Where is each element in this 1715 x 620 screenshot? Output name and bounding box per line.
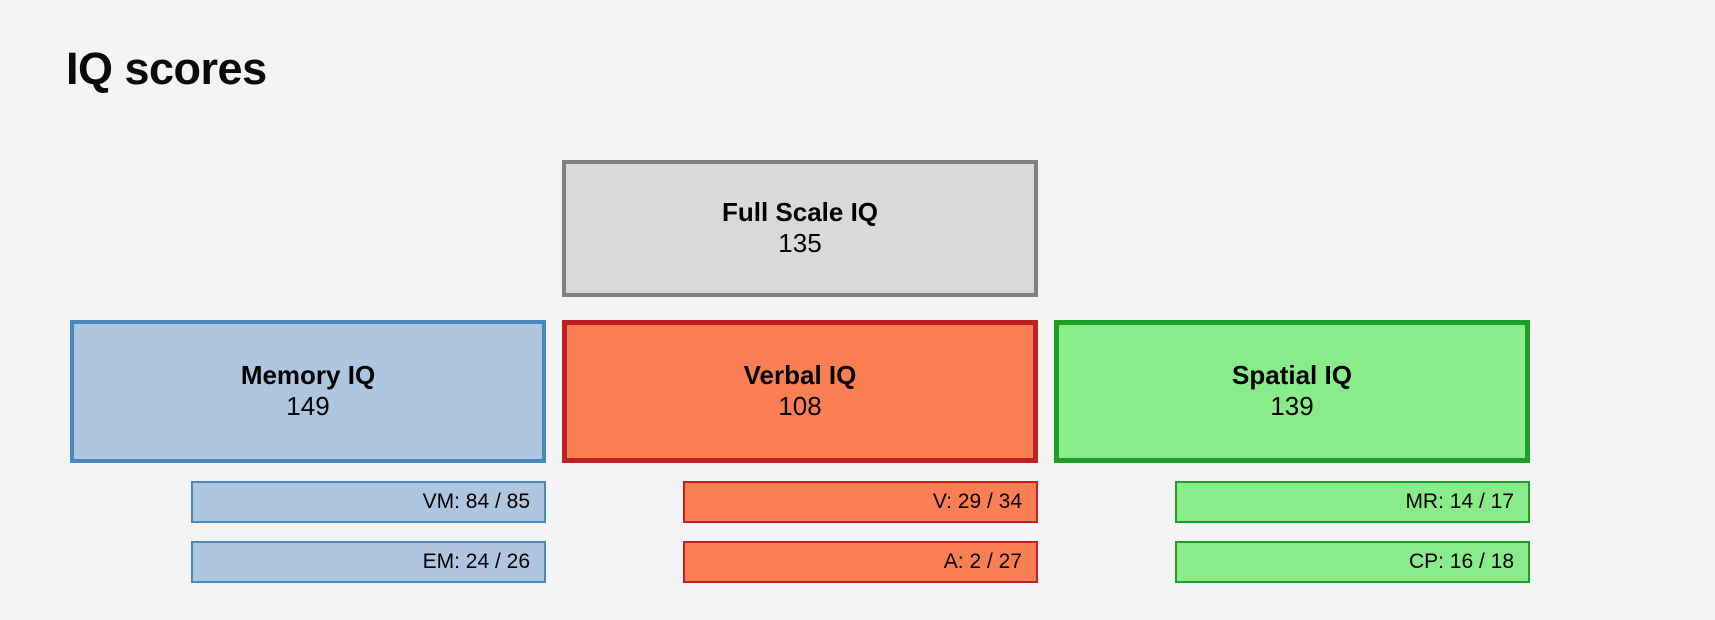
subtest-chip-a[interactable]: A: 2 / 27 bbox=[683, 541, 1038, 583]
node-memory-iq-label: Memory IQ bbox=[240, 360, 376, 391]
node-verbal-iq-score: 108 bbox=[778, 390, 822, 421]
node-verbal-iq-label: Verbal IQ bbox=[743, 360, 857, 391]
subtest-chip-vm[interactable]: VM: 84 / 85 bbox=[191, 481, 546, 523]
node-spatial-iq[interactable]: Spatial IQ 139 bbox=[1054, 320, 1530, 463]
node-spatial-iq-score: 139 bbox=[1270, 390, 1314, 421]
subtest-chip-cp[interactable]: CP: 16 / 18 bbox=[1175, 541, 1530, 583]
node-full-scale-iq-label: Full Scale IQ bbox=[721, 197, 879, 228]
node-verbal-iq[interactable]: Verbal IQ 108 bbox=[562, 320, 1038, 463]
subtest-chip-em[interactable]: EM: 24 / 26 bbox=[191, 541, 546, 583]
subtest-chip-v[interactable]: V: 29 / 34 bbox=[683, 481, 1038, 523]
node-full-scale-iq[interactable]: Full Scale IQ 135 bbox=[562, 160, 1038, 297]
node-spatial-iq-label: Spatial IQ bbox=[1232, 360, 1352, 391]
node-memory-iq-score: 149 bbox=[286, 390, 330, 421]
subtest-chip-mr[interactable]: MR: 14 / 17 bbox=[1175, 481, 1530, 523]
page-title: IQ scores bbox=[66, 43, 267, 94]
node-full-scale-iq-score: 135 bbox=[778, 227, 822, 258]
node-memory-iq[interactable]: Memory IQ 149 bbox=[70, 320, 546, 463]
